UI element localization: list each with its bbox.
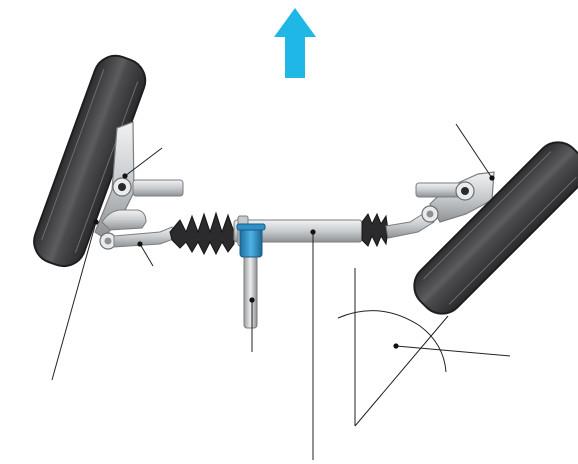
leader-line-right-knuckle <box>455 123 493 179</box>
left-rubber-boot <box>169 211 235 256</box>
leader-line-left-wheel <box>51 221 97 381</box>
leader-dot <box>489 175 495 181</box>
leader-dot <box>122 173 128 179</box>
right-steering-knuckle <box>415 171 495 223</box>
leader-line-knuckle-pivot <box>124 147 163 177</box>
leader-dot <box>137 241 143 247</box>
right-tie-rod <box>385 211 435 239</box>
right-wheel <box>413 141 578 315</box>
leader-dot <box>249 297 255 303</box>
steering-shaft <box>243 251 258 329</box>
turning-angle-arc <box>337 268 511 427</box>
leader-line-left-tie-rod <box>139 243 154 267</box>
right-rubber-boot <box>361 212 389 248</box>
leader-lines <box>51 123 493 460</box>
left-tie-rod <box>113 226 177 248</box>
leader-dot <box>393 343 399 349</box>
leader-dots <box>93 173 495 349</box>
left-wheel <box>33 54 147 268</box>
arrow-up-icon <box>274 8 316 78</box>
left-steering-knuckle <box>94 121 184 250</box>
pinion-housing <box>236 223 266 258</box>
leader-dot <box>310 229 316 235</box>
leader-dot <box>93 219 99 225</box>
